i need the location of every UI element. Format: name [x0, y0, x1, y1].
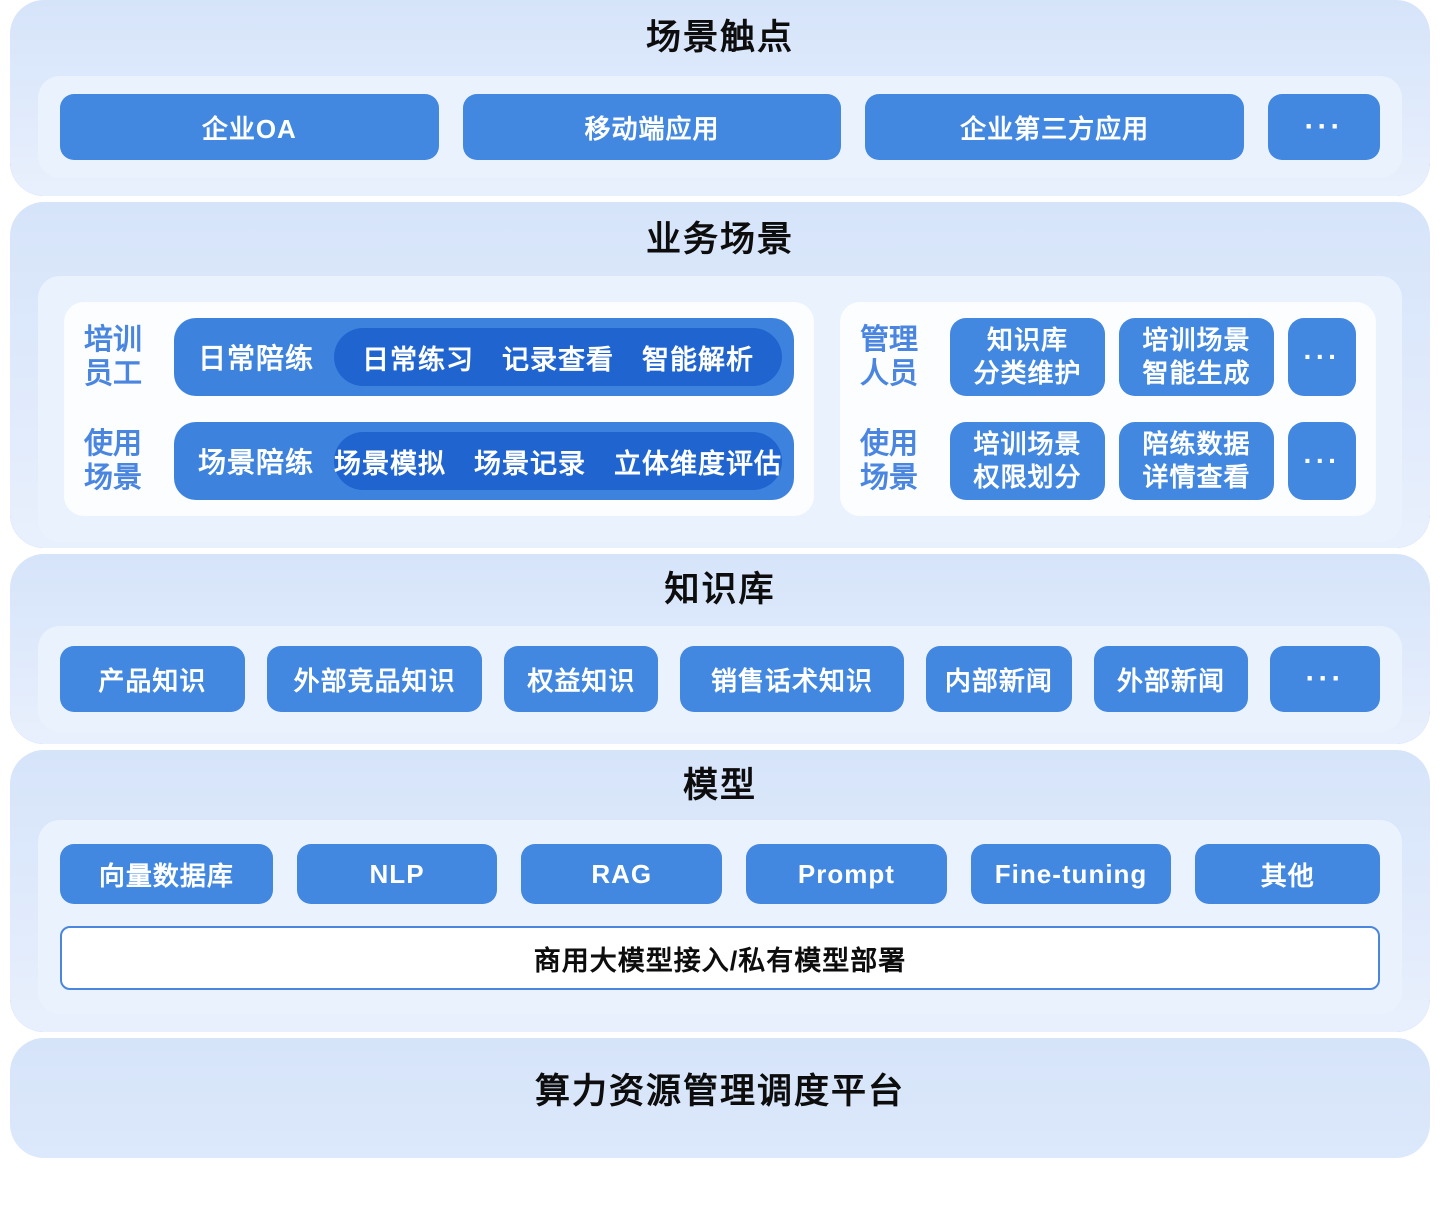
scenario-practice-details: 场景模拟 场景记录 立体维度评估 — [334, 432, 783, 490]
layer-business-panel: 业务场景 培训 员工 日常陪练 日常练习 记录查看 智能解析 使用 场景 场景陪… — [10, 202, 1430, 548]
knowledge-product-button[interactable]: 产品知识 — [60, 646, 245, 712]
layer-compute-platform: 算力资源管理调度平台 — [10, 1038, 1430, 1158]
layer-models-panel: 模型 向量数据库 NLP RAG Prompt Fine-tuning 其他 商… — [10, 750, 1430, 1032]
layer-models: 模型 向量数据库 NLP RAG Prompt Fine-tuning 其他 商… — [10, 750, 1430, 1032]
trainee-role-label-line2: 员工 — [84, 358, 143, 390]
layer-knowledge-panel: 知识库 产品知识 外部竞品知识 权益知识 销售话术知识 内部新闻 外部新闻 ··… — [10, 554, 1430, 744]
knowledge-container: 产品知识 外部竞品知识 权益知识 销售话术知识 内部新闻 外部新闻 ··· — [38, 626, 1402, 732]
knowledge-benefits-button[interactable]: 权益知识 — [504, 646, 659, 712]
manager-scenarios-card: 管理 人员 知识库 分类维护 培训场景 智能生成 ··· 使用 场景 培训场景 — [840, 302, 1376, 516]
manager-usage-label: 使用 场景 — [860, 422, 936, 500]
knowledge-internal-news-button[interactable]: 内部新闻 — [925, 646, 1072, 712]
model-rag-button[interactable]: RAG — [521, 844, 723, 904]
layer-models-title: 模型 — [682, 766, 757, 805]
model-access-banner: 商用大模型接入/私有模型部署 — [60, 926, 1380, 990]
layer-compute-panel: 算力资源管理调度平台 — [10, 1038, 1430, 1158]
touchpoints-container: 企业OA 移动端应用 企业第三方应用 ··· — [38, 76, 1402, 178]
layer-business-title: 业务场景 — [645, 220, 794, 259]
model-nlp-button[interactable]: NLP — [296, 844, 498, 904]
daily-practice-label: 日常陪练 — [198, 343, 315, 374]
manager-role-label: 管理 人员 — [860, 318, 936, 396]
manager-row1-more-button[interactable]: ··· — [1288, 318, 1356, 396]
manager-usage-label-line1: 使用 — [860, 427, 919, 460]
model-fine-tuning-button[interactable]: Fine-tuning — [970, 844, 1172, 904]
scenario-practice-label: 场景陪练 — [198, 447, 315, 478]
touchpoint-third-party-app-button[interactable]: 企业第三方应用 — [865, 94, 1245, 160]
scene-permission-button[interactable]: 培训场景 权限划分 — [950, 422, 1105, 500]
kb-category-maintenance-line1: 知识库 — [987, 324, 1069, 355]
usage-scenario-label-line2: 场景 — [84, 462, 143, 494]
knowledge-competitor-button[interactable]: 外部竞品知识 — [266, 646, 483, 712]
layer-touchpoints-title: 场景触点 — [645, 18, 794, 57]
layer-business-scenarios: 业务场景 培训 员工 日常陪练 日常练习 记录查看 智能解析 使用 场景 场景陪… — [10, 202, 1430, 548]
training-scene-generation-line1: 培训场景 — [1142, 324, 1251, 355]
practice-data-detail-button[interactable]: 陪练数据 详情查看 — [1119, 422, 1274, 500]
layer-touchpoints-panel: 场景触点 企业OA 移动端应用 企业第三方应用 ··· — [10, 0, 1430, 196]
layer-compute-title: 算力资源管理调度平台 — [534, 1072, 905, 1111]
touchpoints-more-button[interactable]: ··· — [1268, 94, 1381, 160]
model-vector-db-button[interactable]: 向量数据库 — [60, 844, 273, 904]
manager-row2-more-button[interactable]: ··· — [1288, 422, 1356, 500]
training-scene-generation-line2: 智能生成 — [1142, 358, 1251, 388]
models-container: 向量数据库 NLP RAG Prompt Fine-tuning 其他 商用大模… — [38, 820, 1402, 1014]
model-prompt-button[interactable]: Prompt — [746, 844, 947, 904]
model-other-button[interactable]: 其他 — [1195, 844, 1380, 904]
knowledge-sales-script-button[interactable]: 销售话术知识 — [680, 646, 904, 712]
training-scene-generation-button[interactable]: 培训场景 智能生成 — [1119, 318, 1274, 396]
scene-permission-line2: 权限划分 — [973, 462, 1082, 492]
trainee-role-label: 培训 员工 — [84, 318, 160, 396]
scene-permission-line1: 培训场景 — [973, 428, 1082, 459]
usage-scenario-label-line1: 使用 — [84, 427, 143, 460]
practice-data-detail-line2: 详情查看 — [1142, 462, 1251, 492]
knowledge-external-news-button[interactable]: 外部新闻 — [1093, 646, 1248, 712]
touchpoint-enterprise-oa-button[interactable]: 企业OA — [60, 94, 439, 160]
usage-scenario-label: 使用 场景 — [84, 422, 160, 500]
manager-role-label-line1: 管理 — [860, 323, 919, 356]
layer-touchpoints: 场景触点 企业OA 移动端应用 企业第三方应用 ··· — [10, 0, 1430, 196]
model-buttons-row: 向量数据库 NLP RAG Prompt Fine-tuning 其他 — [60, 844, 1380, 904]
layer-knowledge-title: 知识库 — [664, 570, 776, 609]
touchpoint-mobile-app-button[interactable]: 移动端应用 — [462, 94, 842, 160]
manager-usage-label-line2: 场景 — [860, 462, 919, 494]
trainee-role-label-line1: 培训 — [84, 323, 143, 356]
business-container: 培训 员工 日常陪练 日常练习 记录查看 智能解析 使用 场景 场景陪练 场景模… — [38, 276, 1402, 542]
kb-category-maintenance-button[interactable]: 知识库 分类维护 — [950, 318, 1105, 396]
knowledge-more-button[interactable]: ··· — [1269, 646, 1380, 712]
practice-data-detail-line1: 陪练数据 — [1142, 428, 1251, 459]
manager-role-label-line2: 人员 — [860, 358, 919, 390]
daily-practice-pill[interactable]: 日常陪练 日常练习 记录查看 智能解析 — [174, 318, 795, 396]
scenario-practice-pill[interactable]: 场景陪练 场景模拟 场景记录 立体维度评估 — [174, 422, 795, 500]
kb-category-maintenance-line2: 分类维护 — [973, 358, 1082, 388]
layer-knowledge-base: 知识库 产品知识 外部竞品知识 权益知识 销售话术知识 内部新闻 外部新闻 ··… — [10, 554, 1430, 744]
trainee-scenarios-card: 培训 员工 日常陪练 日常练习 记录查看 智能解析 使用 场景 场景陪练 场景模… — [64, 302, 815, 516]
daily-practice-details: 日常练习 记录查看 智能解析 — [334, 328, 783, 386]
